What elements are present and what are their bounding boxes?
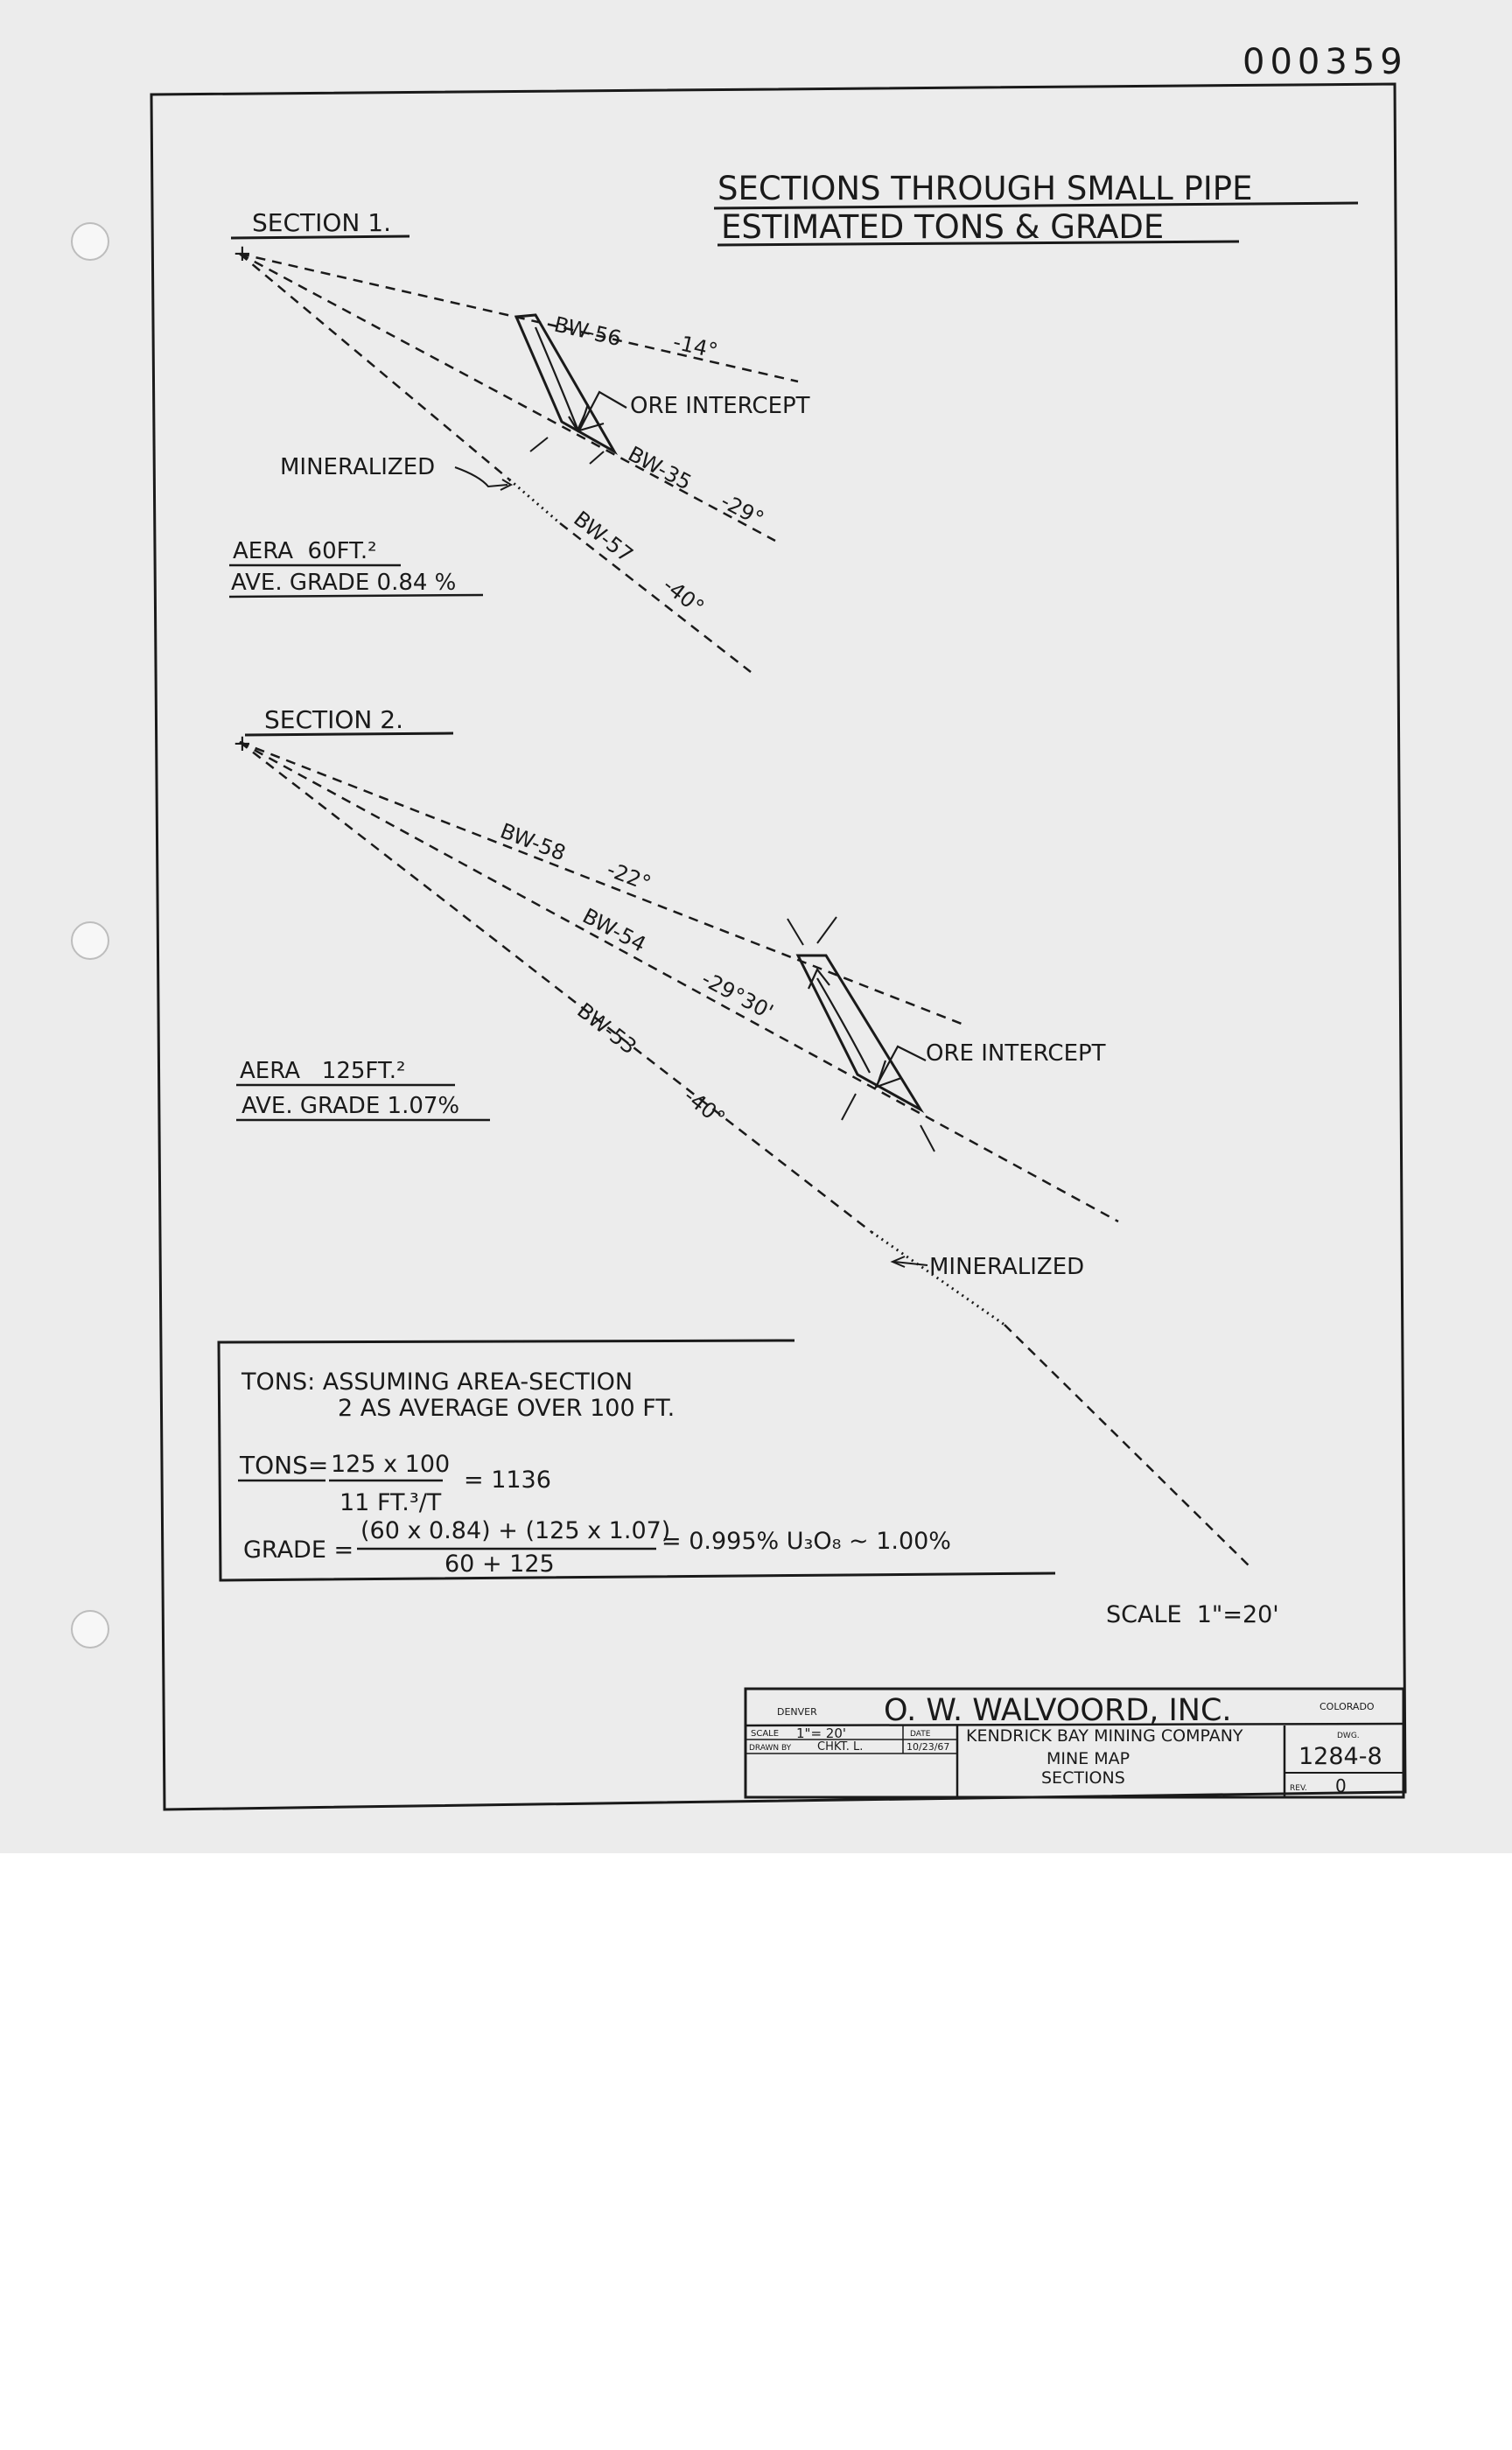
- title-block-frame: [744, 1687, 1405, 1799]
- label-mineralized-1: MINERALIZED: [280, 454, 435, 480]
- section2-heading: SECTION 2.: [264, 705, 403, 734]
- label-bw-56: BW-56: [552, 312, 624, 352]
- label-bw-54-dip: -29°30': [697, 967, 777, 1025]
- label-bw-57-dip: -40°: [658, 573, 709, 620]
- tb-company: O. W. WALVOORD, INC.: [884, 1693, 1232, 1728]
- label-bw-53: BW-53: [572, 998, 640, 1060]
- tb-city: DENVER: [777, 1706, 817, 1718]
- section2-drillholes: [239, 740, 1252, 1569]
- scale-note: SCALE 1"=20': [1106, 1601, 1279, 1628]
- tb-scale-label: SCALE: [751, 1729, 779, 1739]
- tb-date-value: 10/23/67: [906, 1741, 949, 1753]
- drillhole-bw-53-lower: [1004, 1324, 1252, 1569]
- drillhole-bw-57-lower: [559, 522, 752, 673]
- drawing-border: [150, 82, 1407, 1811]
- section1-mineralized-zone: [508, 478, 561, 525]
- calc-grade-label: GRADE =: [243, 1536, 354, 1564]
- drillhole-bw-54: [239, 740, 1119, 1223]
- drillhole-bw-57-upper: [239, 253, 510, 480]
- calc-tons-numerator: 125 x 100: [331, 1451, 450, 1478]
- calc-grade-numerator: (60 x 0.84) + (125 x 1.07): [360, 1517, 670, 1544]
- section2-grade: AVE. GRADE 1.07%: [242, 1093, 459, 1119]
- calc-tons-result: = 1136: [464, 1466, 551, 1494]
- tb-dwg-label: DWG.: [1337, 1732, 1360, 1740]
- drillhole-bw-53-upper: [239, 741, 872, 1233]
- section2-area: AERA 125FT.²: [240, 1058, 405, 1084]
- label-bw-56-dip: -14°: [671, 330, 720, 364]
- label-mineralized-2: MINERALIZED: [929, 1254, 1084, 1280]
- sheet-number: 000359: [1242, 42, 1408, 82]
- label-bw-58-dip: -22°: [604, 857, 654, 895]
- calc-tons-denominator: 11 FT.³/T: [340, 1489, 442, 1516]
- tb-state: COLORADO: [1320, 1701, 1375, 1712]
- tb-scale-value: 1"= 20': [796, 1726, 846, 1741]
- drawing-title-line2: ESTIMATED TONS & GRADE: [721, 208, 1164, 246]
- tb-drawing-title-1: MINE MAP: [1046, 1749, 1130, 1768]
- mineralized-leader-1: [454, 466, 508, 488]
- drawing-title-line1: SECTIONS THROUGH SMALL PIPE: [718, 170, 1252, 207]
- label-bw-58: BW-58: [497, 818, 569, 865]
- label-bw-35: BW-35: [624, 442, 696, 495]
- label-bw-54: BW-54: [578, 904, 650, 957]
- drillhole-bw-58: [239, 740, 967, 1027]
- section1-area: AERA 60FT.²: [233, 538, 377, 564]
- section-drawing: 000359 SECTIONS THROUGH SMALL PIPE ESTIM…: [71, 42, 1408, 1811]
- tb-drawn-label: DRAWN BY: [749, 1744, 792, 1753]
- calc-tons-label: TONS=: [239, 1451, 328, 1480]
- calculation-box: [217, 1339, 1056, 1582]
- label-ore-intercept-1: ORE INTERCEPT: [630, 393, 810, 419]
- section2-mineralized-zone: [871, 1230, 1005, 1326]
- binder-hole-bottom: [71, 1610, 109, 1648]
- section2-ore-body: [787, 916, 935, 1152]
- section1-ore-body: [514, 313, 627, 465]
- tb-drawing-title-2: SECTIONS: [1041, 1768, 1125, 1788]
- label-ore-intercept-2: ORE INTERCEPT: [926, 1040, 1106, 1067]
- calc-line1: TONS: ASSUMING AREA-SECTION: [241, 1368, 633, 1396]
- tb-date-label: DATE: [910, 1730, 931, 1739]
- calc-grade-denominator: 60 + 125: [444, 1550, 555, 1578]
- section1-heading: SECTION 1.: [252, 208, 391, 237]
- section1-grade: AVE. GRADE 0.84 %: [231, 570, 456, 596]
- tb-rev-label: REV.: [1290, 1784, 1307, 1793]
- tb-rev-value: 0: [1335, 1775, 1347, 1796]
- tb-checked-value: CHKT. L.: [817, 1740, 863, 1754]
- label-bw-35-dip: -29°: [717, 489, 767, 532]
- calc-grade-result: = 0.995% U₃O₈ ~ 1.00%: [662, 1528, 951, 1555]
- binder-hole-middle: [71, 921, 109, 960]
- calc-line2: 2 AS AVERAGE OVER 100 FT.: [338, 1395, 675, 1422]
- drillhole-bw-35: [239, 252, 776, 542]
- drawing-sheet: 000359 SECTIONS THROUGH SMALL PIPE ESTIM…: [0, 0, 1512, 1853]
- label-bw-53-dip: -40°: [679, 1084, 730, 1131]
- tb-client: KENDRICK BAY MINING COMPANY: [966, 1726, 1243, 1746]
- tb-dwg-number: 1284-8: [1298, 1743, 1382, 1770]
- binder-hole-top: [71, 222, 109, 261]
- mineralized-leader-2: [893, 1261, 928, 1266]
